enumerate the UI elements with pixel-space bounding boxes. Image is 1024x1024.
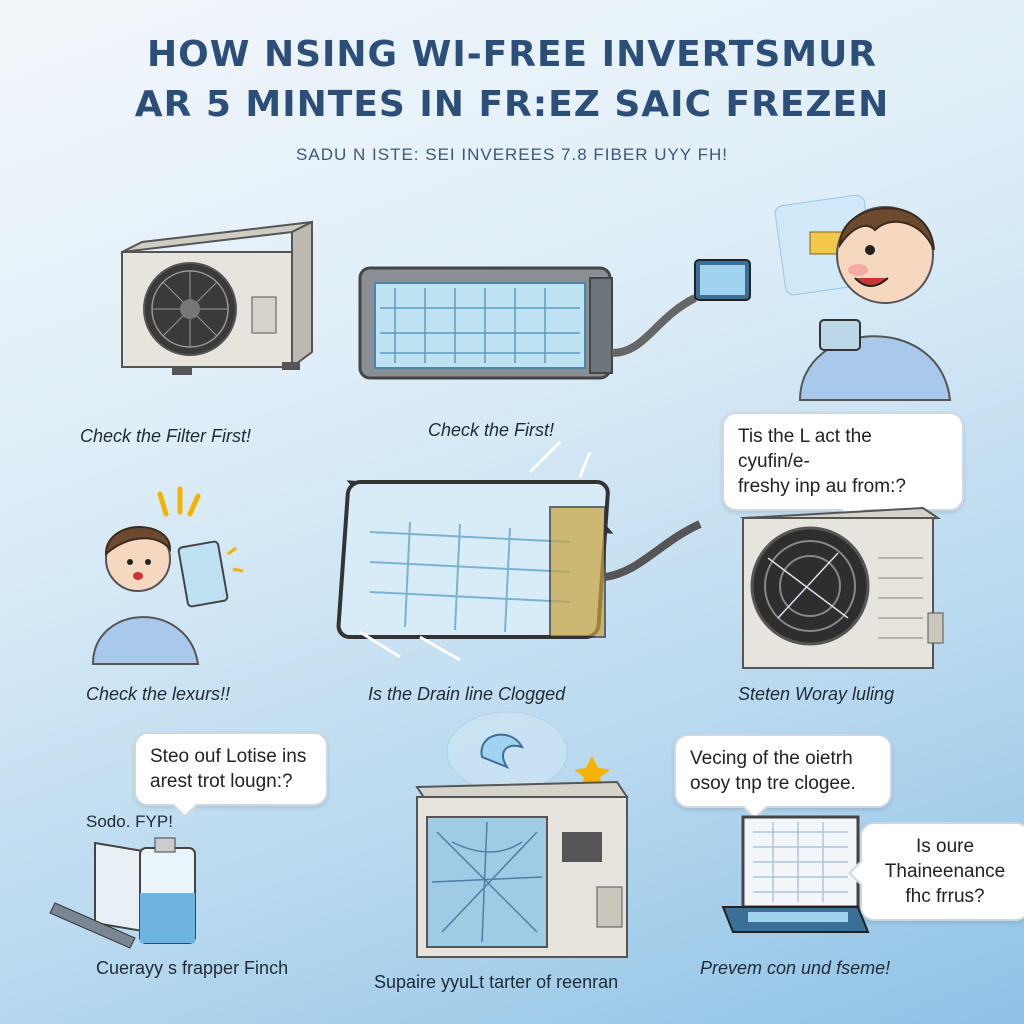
speech-bubble-maintenance: Is oure Thaineenance fhc frrus?: [860, 822, 1024, 921]
frost-icon: [336, 440, 702, 662]
caption-filter-first: Check the Filter First!: [80, 426, 252, 446]
indoor-unit-icon: [358, 266, 697, 380]
frost-icon: [415, 711, 629, 958]
caption-steten: Steten Woray luling: [738, 684, 895, 704]
bottle-icon: [49, 837, 196, 949]
person-icon: [694, 194, 952, 401]
page-subtitle: SADU N ISTE: SEI INVEREES 7.8 FIBER UYY …: [296, 145, 728, 164]
page-title-line2: AR 5 MINTES IN FR:EZ SAIC FREZEN: [134, 84, 890, 125]
indoor-unit-icon: [721, 815, 870, 933]
outdoor-unit-icon: [121, 220, 313, 375]
caption-first: Check the First!: [428, 420, 555, 440]
caption-texturs: Check the lexurs!!: [86, 684, 231, 704]
page-title-line1: HOW NSING WI-FREE INVERTSMUR: [146, 34, 878, 75]
caption-sodo: Sodo. FYP!: [86, 812, 173, 831]
speech-bubble-maintenance-text: Is oure Thaineenance fhc frrus?: [884, 836, 1006, 907]
speech-bubble-lotise: Steo ouf Lotise ins arest trot lougn:?: [134, 732, 328, 806]
speech-bubble-cyufine: Tis the L act the cyufin/e- freshy inp a…: [722, 412, 964, 511]
speech-bubble-cyufine-text: Tis the L act the cyufin/e- freshy inp a…: [738, 426, 906, 497]
caption-cuerayy: Cuerayy s frapper Finch: [96, 958, 289, 978]
speech-bubble-lotise-text: Steo ouf Lotise ins arest trot lougn:?: [150, 746, 307, 792]
person-icon: [91, 486, 244, 665]
caption-drain: Is the Drain line Clogged: [368, 684, 566, 704]
speech-bubble-vecing: Vecing of the oietrh osoy tnp tre clogee…: [674, 734, 892, 808]
speech-bubble-vecing-text: Vecing of the oietrh osoy tnp tre clogee…: [690, 748, 856, 794]
caption-supaire: Supaire yyuLt tarter of reenran: [374, 972, 619, 992]
caption-prevem: Prevem con und fseme!: [700, 958, 891, 978]
outdoor-unit-icon: [739, 506, 944, 669]
